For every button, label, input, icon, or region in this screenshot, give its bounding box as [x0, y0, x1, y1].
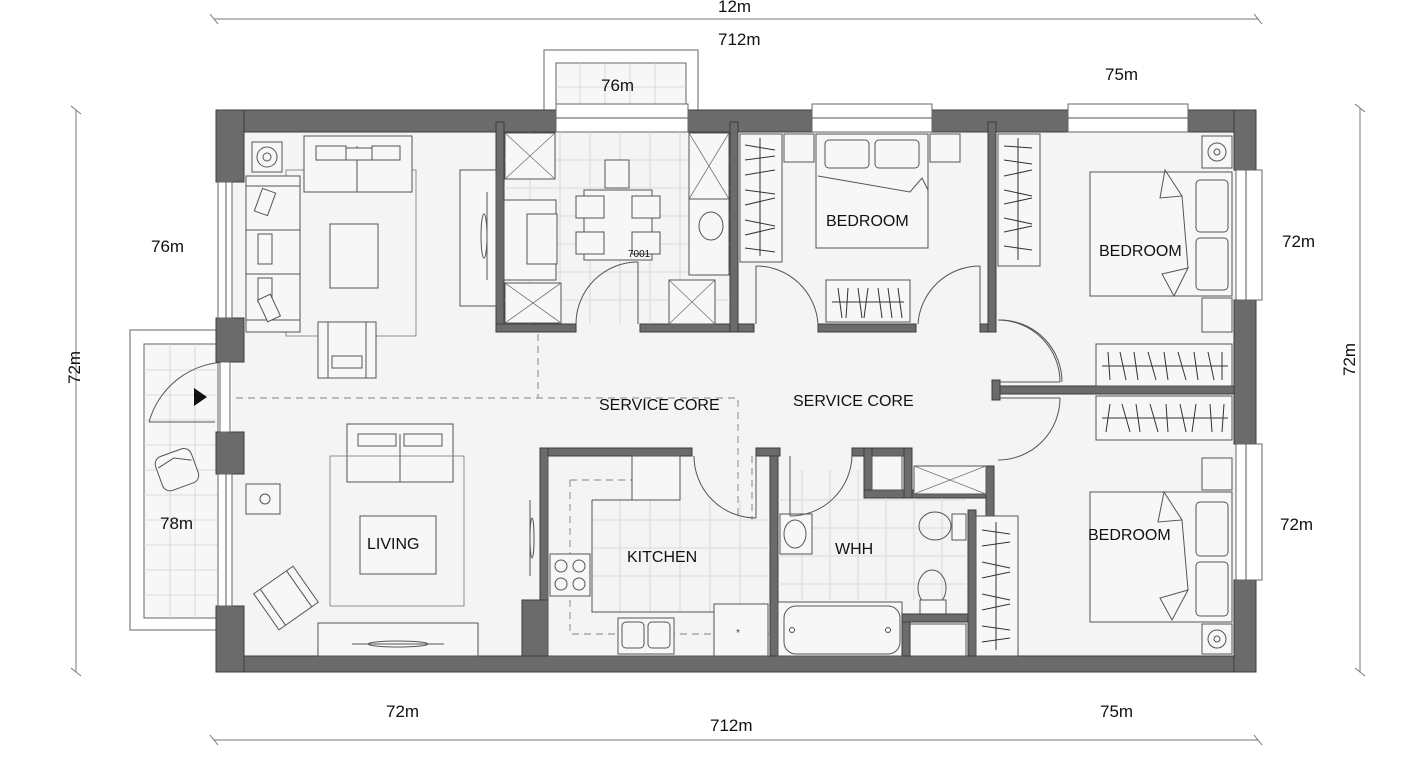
room-label-bathroom: WHH: [835, 541, 873, 558]
bedroom-top-middle: BEDROOM: [739, 133, 981, 325]
room-label-living: LIVING: [367, 536, 419, 553]
dimension-labels: 12m 712m 76m 75m 76m 78m 72m 72m 72m 72m…: [65, 0, 1359, 735]
balcony-chair: [154, 447, 200, 492]
bedroom-bottom-right: BEDROOM: [975, 395, 1233, 657]
dim-bottom-left: 72m: [386, 702, 419, 721]
dimension-lines: [70, 13, 1366, 746]
entry-arrow-icon: [194, 388, 207, 406]
dim-right-upper: 72m: [1282, 232, 1315, 251]
dim-left-balcony: 78m: [160, 514, 193, 533]
room-label-bedroom-top-middle: BEDROOM: [826, 213, 909, 230]
svg-text:*: *: [736, 628, 740, 639]
windows: [217, 103, 1263, 607]
outer-walls: [215, 109, 1257, 673]
living-room: LIVING: [245, 135, 535, 657]
room-label-bedroom-bottom-right: BEDROOM: [1088, 527, 1171, 544]
dim-left-living-upper: 76m: [151, 237, 184, 256]
dim-top-balcony: 76m: [601, 76, 634, 95]
dim-top-sub: 712m: [718, 30, 761, 49]
dim-top-overall: 12m: [718, 0, 751, 16]
bedroom-top-right: BEDROOM: [997, 133, 1233, 387]
kitchen: * KITCHEN: [547, 455, 770, 657]
dim-right-lower: 72m: [1280, 515, 1313, 534]
dim-bottom-overall: 712m: [710, 716, 753, 735]
balcony-left: [129, 329, 231, 631]
room-label-bedroom-top-right: BEDROOM: [1099, 243, 1182, 260]
dining-area: 7001: [503, 132, 730, 325]
dim-top-right: 75m: [1105, 65, 1138, 84]
balcony-top: [543, 49, 699, 115]
bathroom: WHH: [777, 455, 987, 657]
room-label-service-core-left: SERVICE CORE: [599, 397, 720, 414]
room-label-service-core-right: SERVICE CORE: [793, 393, 914, 410]
dim-left-overall: 72m: [65, 351, 84, 384]
interior-walls: [495, 121, 1235, 657]
door-arc: [999, 319, 1063, 383]
service-core-zones: [236, 334, 770, 635]
dim-bottom-right: 75m: [1100, 702, 1133, 721]
dining-note: 7001: [628, 249, 651, 260]
dim-right-overall: 72m: [1340, 343, 1359, 376]
room-label-kitchen: KITCHEN: [627, 549, 697, 566]
